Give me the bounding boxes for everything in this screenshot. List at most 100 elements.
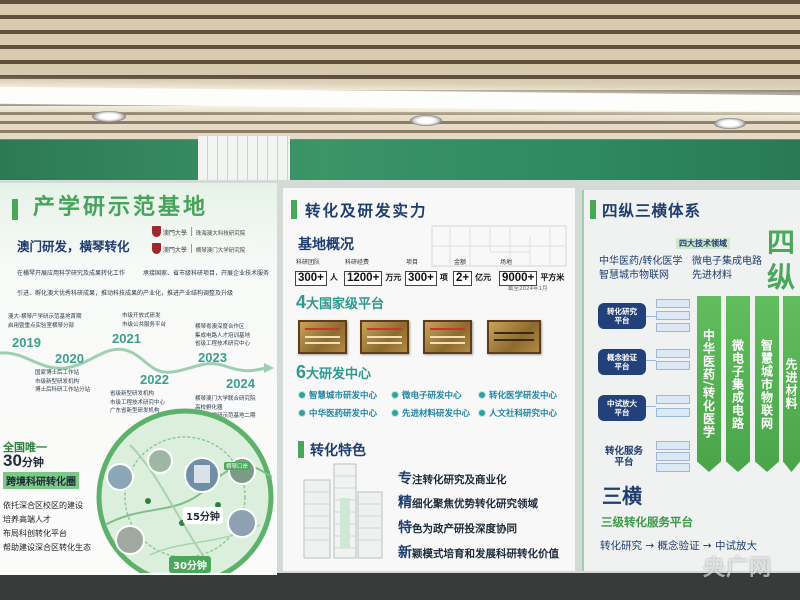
logo-institute: 横琴澳门大学研究院: [195, 248, 246, 254]
timeline-year: 2019: [12, 335, 41, 350]
left-panel-subtitle: 澳门研发，横琴转化: [17, 239, 130, 254]
horizontal-heading: 三横: [602, 484, 642, 508]
logo-row: 澳門大學 横琴澳门大学研究院: [152, 243, 245, 257]
domain-column: 智慧城市物联网: [755, 296, 779, 472]
center-icon: [478, 391, 486, 399]
sub-box: [656, 311, 690, 320]
timeline-note: 横琴粤澳深度合作区集成电路人才培训基地省级工程技术研究中心: [195, 324, 251, 347]
middle-panel-title: 转化及研发实力: [305, 202, 428, 220]
vertical-label-char: 四: [767, 226, 796, 259]
service-flow: 转化研究 → 概念验证 → 中试放大: [600, 540, 757, 552]
timeline-note: 国家博士后工作站市级新型研发机构博士后科研工作站分站: [35, 370, 91, 393]
timeline-year: 2022: [140, 372, 169, 387]
domain-item: 智慧城市物联网: [599, 270, 669, 281]
bullet-item: 依托深合区校区的建设: [3, 501, 83, 510]
intro-line: 引进、孵化澳大优秀科研成果，推动科技成果的产业化，推进产业结构调整及升级: [17, 290, 234, 297]
sub-box: [656, 299, 690, 308]
circle-heading-minutes: 30分钟: [3, 451, 44, 470]
domain-item: 先进材料: [692, 270, 732, 281]
map-ring-outer-label: 30分钟: [169, 556, 211, 573]
ceiling-slats-upper: [0, 0, 800, 94]
overview-heading: 基地概况: [298, 237, 354, 253]
vertical-label-char: 纵: [767, 261, 796, 294]
logo-institute: 珠海澳大科技研究院: [195, 231, 246, 237]
platform-pill: 转化研究平台: [598, 303, 646, 329]
connector-line: [646, 360, 656, 361]
platform-label: 转化服务平台: [604, 446, 643, 468]
timeline-year: 2024: [226, 376, 255, 391]
timeline-year: 2023: [198, 350, 227, 365]
feature-item: 专注转化研究及商业化: [398, 471, 507, 487]
timeline-note: 省级新型研发机构市级工程技术研究中心广东省新型研发机构: [110, 391, 166, 414]
circle-heading-line1: 全国唯一: [3, 441, 47, 454]
domain-item: 中华医药/转化医学: [599, 256, 683, 267]
bullet-item: 帮助建设深合区转化生态: [3, 543, 91, 552]
university-crest-icon: [152, 226, 161, 237]
left-title-bar: [12, 199, 18, 220]
sub-box: [656, 349, 690, 358]
stats-note: 截至2024年1月: [508, 286, 548, 292]
domain-item: 微电子集成电路: [692, 256, 762, 267]
horizontal-subheading: 三级转化服务平台: [601, 515, 693, 529]
institute-building-drawing: [303, 463, 383, 559]
platform-pill: 概念验证平台: [598, 349, 646, 375]
intro-line: 承接国家、省市级科研项目，开展企业技术服务: [143, 270, 270, 277]
map-pin-icon: [145, 498, 221, 526]
center-icon: [391, 409, 399, 417]
middle-title-bar: [291, 200, 297, 219]
research-center-item: 中华医药研发中心: [298, 409, 377, 419]
domain-column: 微电子集成电路: [726, 296, 750, 472]
map-photo: [184, 457, 220, 493]
ceiling-downlight: [714, 118, 746, 129]
center-icon: [298, 391, 306, 399]
research-center-item: 微电子研发中心: [391, 391, 462, 401]
research-center-item: 智慧城市研发中心: [298, 391, 377, 401]
sub-box: [656, 408, 690, 417]
floor: [0, 573, 800, 600]
circle-heading-line3: 跨境科研转化圈: [3, 472, 79, 489]
research-center-item: 人文社科研究中心: [478, 409, 557, 419]
feature-item: 新颖模式培育和发展科研转化价值: [398, 545, 559, 561]
award-plaque: [298, 320, 347, 354]
feature-item: 特色为政产研投深度协同: [398, 520, 517, 536]
award-plaque: [360, 320, 409, 354]
sub-box: [656, 323, 690, 332]
map-port-label: 横琴口岸: [224, 462, 251, 470]
platforms-heading: 4大国家级平台: [296, 292, 385, 312]
center-icon: [298, 409, 306, 417]
ceiling-downlight: [410, 115, 442, 126]
research-center-item: 转化医学研发中心: [478, 391, 557, 401]
map-photo: [106, 463, 134, 491]
university-crest-icon: [152, 243, 161, 254]
map-photo: [115, 525, 145, 555]
timeline-curve: [0, 347, 274, 374]
ceiling-downlight: [92, 111, 126, 122]
timeline-year: 2020: [55, 351, 84, 366]
ceiling-slats-lower: [0, 106, 800, 142]
right-title-bar: [590, 200, 596, 219]
map-photo: [147, 448, 173, 474]
domain-column: 中华医药/转化医学: [697, 296, 721, 472]
sub-box: [656, 361, 690, 370]
intro-line: 在横琴开展应用科学研究及成果转化工作: [17, 270, 126, 277]
logo-row: 澳門大學 珠海澳大科技研究院: [152, 226, 245, 240]
floor-plan-graphic: [431, 225, 567, 267]
bullet-item: 培养高端人才: [3, 515, 51, 524]
domain-column: 先进材料: [783, 296, 800, 472]
centers-heading: 6大研发中心: [296, 362, 372, 382]
right-panel-title: 四纵三横体系: [602, 202, 702, 220]
sub-box: [656, 395, 690, 404]
features-title-bar: [298, 441, 304, 458]
sub-box: [656, 441, 690, 450]
logo-university: 澳門大學: [162, 230, 187, 237]
domains-tag: 四大技术领域: [676, 238, 730, 249]
cross-border-map: [96, 408, 274, 573]
timeline-note: 市级开放式研发市级公共服务平台: [122, 313, 167, 328]
center-icon: [478, 409, 486, 417]
bullet-item: 布局科创转化平台: [3, 529, 67, 538]
award-plaque: [423, 320, 472, 354]
award-plaque: [487, 320, 541, 354]
watermark: 央广网: [703, 556, 773, 581]
